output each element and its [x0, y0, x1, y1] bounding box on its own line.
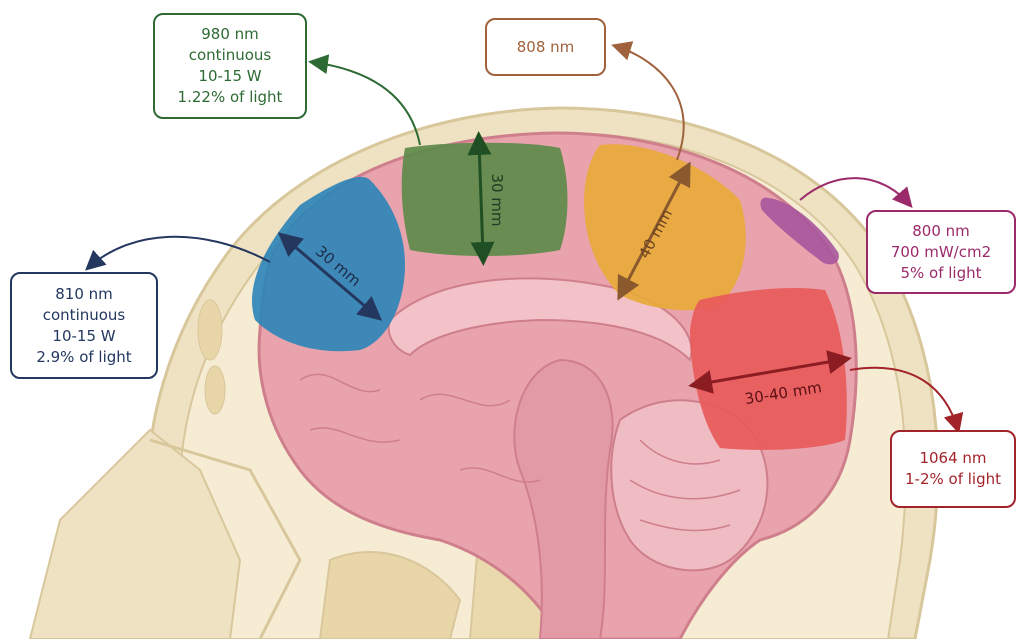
region-green: [402, 143, 568, 256]
callout-arrow-green: [312, 62, 420, 145]
dim-label-green: 30 mm: [488, 173, 506, 226]
region-red: [690, 288, 847, 450]
label-808nm: 808 nm: [485, 18, 606, 76]
label-980nm: 980 nm continuous 10-15 W 1.22% of light: [153, 13, 307, 119]
label-810nm: 810 nm continuous 10-15 W 2.9% of light: [10, 272, 158, 379]
label-800nm: 800 nm 700 mW/cm2 5% of light: [866, 210, 1016, 294]
label-1064nm: 1064 nm 1-2% of light: [890, 430, 1016, 508]
